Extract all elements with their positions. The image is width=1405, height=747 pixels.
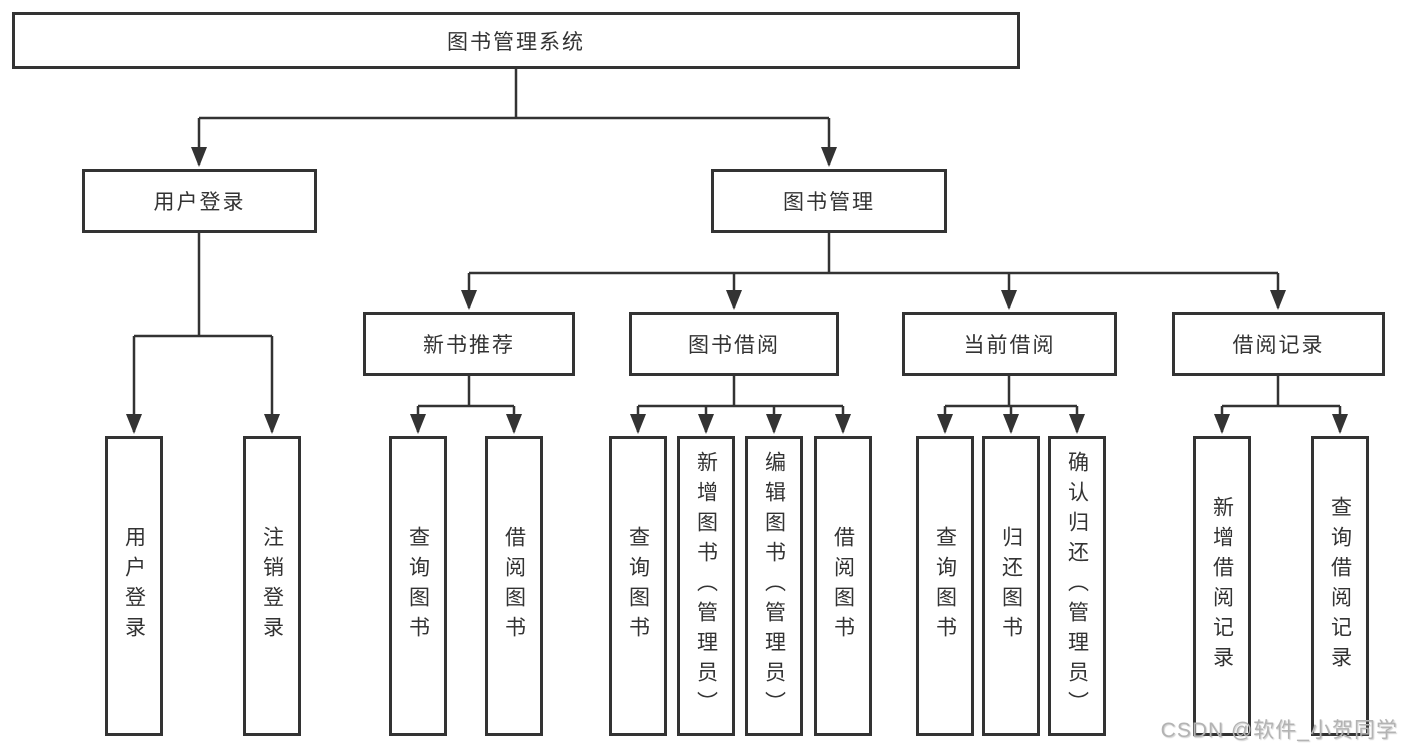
leaf-confirm-return-admin: 确认归还（管理员） [1048, 436, 1106, 736]
leaf-current-query-books: 查询图书 [916, 436, 974, 736]
node-current-borrowing: 当前借阅 [902, 312, 1117, 376]
connector-spines [134, 66, 1340, 408]
leaf-user-login: 用户登录 [105, 436, 163, 736]
leaf-return-books: 归还图书 [982, 436, 1040, 736]
leaf-recommend-borrow-books: 借阅图书 [485, 436, 543, 736]
leaf-edit-books-admin: 编辑图书（管理员） [745, 436, 803, 736]
node-borrowing-records: 借阅记录 [1172, 312, 1385, 376]
leaf-logout-login: 注销登录 [243, 436, 301, 736]
node-new-book-recommend: 新书推荐 [363, 312, 575, 376]
leaf-recommend-query-books: 查询图书 [389, 436, 447, 736]
watermark: CSDN @软件_小贺同学 [1160, 719, 1398, 742]
leaf-add-borrow-record: 新增借阅记录 [1193, 436, 1251, 736]
node-book-management: 图书管理 [711, 169, 947, 233]
node-book-borrowing: 图书借阅 [629, 312, 839, 376]
leaf-query-borrow-record: 查询借阅记录 [1311, 436, 1369, 736]
leaf-borrowing-borrow-books: 借阅图书 [814, 436, 872, 736]
leaf-borrowing-query-books: 查询图书 [609, 436, 667, 736]
leaf-add-books-admin: 新增图书（管理员） [677, 436, 735, 736]
node-book-management-system: 图书管理系统 [12, 12, 1020, 69]
connector-arrows [126, 118, 1348, 434]
node-user-login: 用户登录 [82, 169, 317, 233]
